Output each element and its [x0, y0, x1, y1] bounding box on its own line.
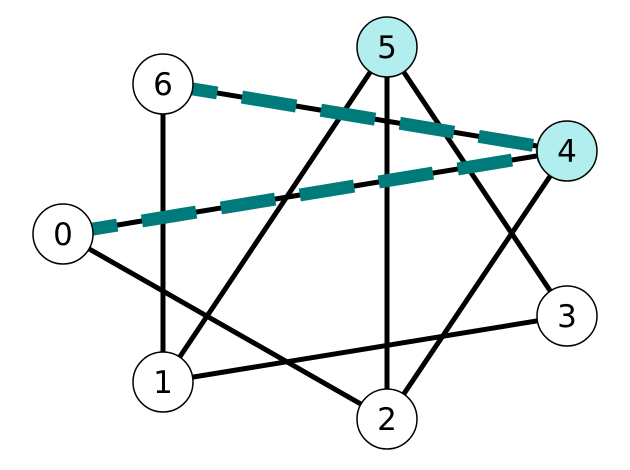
edge-2-4: [384, 149, 570, 421]
node-2: 2: [356, 388, 418, 450]
node-label: 6: [153, 67, 173, 103]
edge-1-3: [162, 313, 568, 385]
node-label: 0: [53, 217, 73, 253]
edge-0-2: [61, 231, 389, 422]
node-circle: [536, 285, 598, 347]
node-0: 0: [32, 203, 94, 265]
nodes-layer: 0 1 2 3 4 5 6: [32, 16, 598, 450]
highlighted-edges-layer: [61, 77, 569, 241]
highlighted-edge-6-4: [161, 77, 569, 158]
node-1: 1: [132, 351, 194, 413]
node-label: 4: [557, 134, 577, 170]
node-circle: [132, 351, 194, 413]
node-4: 4: [536, 120, 598, 182]
node-5: 5: [356, 16, 418, 78]
edge-1-5: [160, 45, 390, 384]
node-label: 5: [377, 30, 397, 66]
node-label: 1: [153, 365, 173, 401]
node-label: 2: [377, 402, 397, 438]
node-label: 3: [557, 299, 577, 335]
highlighted-node-circle: [356, 16, 418, 78]
edges-layer: [61, 45, 570, 422]
highlighted-edge-0-4: [61, 144, 569, 241]
node-3: 3: [536, 285, 598, 347]
node-6: 6: [132, 53, 194, 115]
node-circle: [32, 203, 94, 265]
edge-5-3: [384, 45, 570, 318]
node-circle: [356, 388, 418, 450]
highlighted-node-circle: [536, 120, 598, 182]
node-circle: [132, 53, 194, 115]
